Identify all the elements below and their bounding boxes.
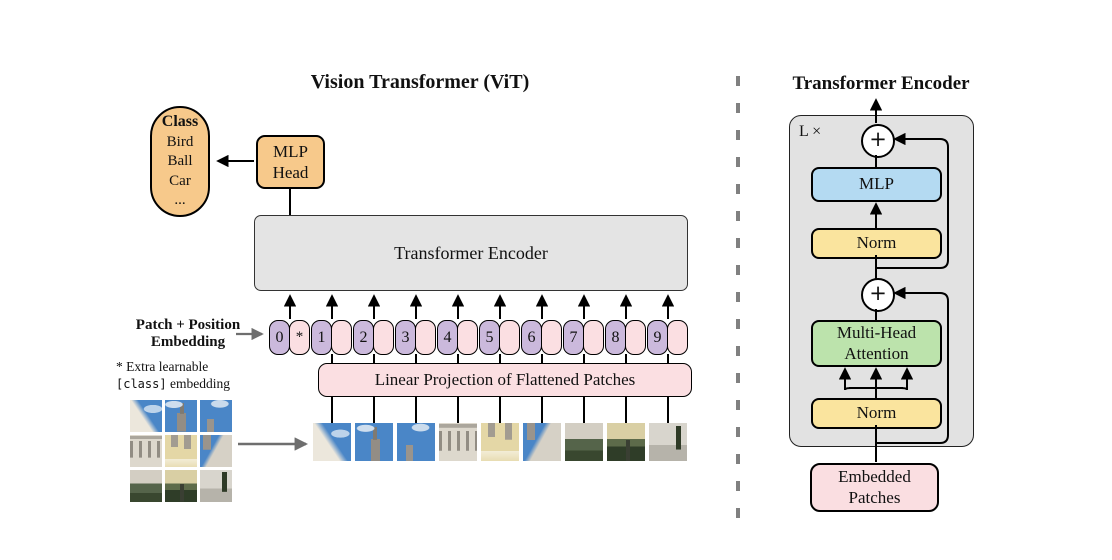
mlp-head-box: MLP Head [256, 135, 325, 189]
embedding-label-line2: Embedding [150, 334, 226, 351]
grid-patch-4 [130, 435, 162, 467]
image-patch-4 [439, 423, 477, 461]
token-6: 6 [521, 320, 564, 357]
token-5-position: 5 [479, 320, 500, 355]
mlp-head-line2: Head [272, 163, 309, 182]
grid-patch-9 [200, 470, 232, 502]
residual-add-circle-top: + [861, 124, 895, 158]
mha-line1: Multi-Head [836, 323, 917, 343]
multi-head-attention-block: Multi-Head Attention [811, 320, 942, 367]
token-6-patch-embedding [541, 320, 562, 355]
image-patch-7 [565, 423, 603, 461]
class-item-bird: Bird [166, 133, 194, 150]
token-2-patch-embedding [373, 320, 394, 355]
right-panel-title: Transformer Encoder [792, 73, 970, 94]
embedded-line2: Patches [848, 487, 901, 507]
token-5-patch-embedding [499, 320, 520, 355]
extra-learnable-note: * Extra learnable [class] embedding [116, 359, 230, 393]
embedding-label-line1: Patch + Position [135, 317, 241, 333]
note-line1: * Extra learnable [116, 359, 209, 374]
token-5: 5 [479, 320, 522, 357]
embedded-patches-box: Embedded Patches [810, 463, 939, 512]
class-output-oval: Class Bird Ball Car ... [150, 106, 210, 217]
image-patch-1 [313, 423, 351, 461]
token-2: 2 [353, 320, 396, 357]
token-9-patch-embedding [667, 320, 688, 355]
token-8: 8 [605, 320, 648, 357]
token-0-position: 0 [269, 320, 290, 355]
token-4-patch-embedding [457, 320, 478, 355]
grid-patch-7 [130, 470, 162, 502]
image-patch-8 [607, 423, 645, 461]
grid-patch-2 [165, 400, 197, 432]
token-0: 0 * [269, 320, 312, 357]
norm-block-lower: Norm [811, 398, 942, 429]
patch-position-embedding-label: Patch + Position Embedding [106, 317, 270, 352]
class-item-ball: Ball [167, 153, 193, 170]
grid-patch-1 [130, 400, 162, 432]
token-8-patch-embedding [625, 320, 646, 355]
linear-projection-box: Linear Projection of Flattened Patches [318, 363, 692, 397]
token-8-position: 8 [605, 320, 626, 355]
token-3-patch-embedding [415, 320, 436, 355]
token-6-position: 6 [521, 320, 542, 355]
class-header: Class [161, 113, 199, 131]
image-patch-2 [355, 423, 393, 461]
note-line2-rest: embedding [166, 375, 230, 391]
image-patch-9 [649, 423, 687, 461]
left-panel-title: Vision Transformer (ViT) [310, 71, 530, 93]
class-item-car: Car [169, 172, 191, 189]
token-0-class-embedding: * [289, 320, 310, 355]
note-line2: [class] embedding [116, 376, 230, 393]
transformer-encoder-box: Transformer Encoder [254, 215, 688, 291]
token-7-position: 7 [563, 320, 584, 355]
token-9-position: 9 [647, 320, 668, 355]
token-1-patch-embedding [331, 320, 352, 355]
mlp-block: MLP [811, 167, 942, 202]
class-item-ellipsis: ... [174, 192, 186, 209]
token-3-position: 3 [395, 320, 416, 355]
image-patch-5 [481, 423, 519, 461]
token-2-position: 2 [353, 320, 374, 355]
grid-patch-5 [165, 435, 197, 467]
mha-line2: Attention [844, 343, 909, 363]
token-7-patch-embedding [583, 320, 604, 355]
grid-patch-6 [200, 435, 232, 467]
grid-patch-8 [165, 470, 197, 502]
token-7: 7 [563, 320, 606, 357]
token-9: 9 [647, 320, 690, 357]
image-patch-3 [397, 423, 435, 461]
token-4-position: 4 [437, 320, 458, 355]
class-token-code: [class] [116, 376, 167, 391]
repeat-l-times-label: L × [799, 123, 822, 140]
residual-add-circle-bottom: + [861, 278, 895, 312]
norm-block-upper: Norm [811, 228, 942, 259]
token-1-position: 1 [311, 320, 332, 355]
token-3: 3 [395, 320, 438, 357]
token-1: 1 [311, 320, 354, 357]
mlp-head-line1: MLP [273, 141, 308, 161]
embedded-line1: Embedded [838, 467, 911, 487]
token-4: 4 [437, 320, 480, 357]
image-patch-6 [523, 423, 561, 461]
grid-patch-3 [200, 400, 232, 432]
